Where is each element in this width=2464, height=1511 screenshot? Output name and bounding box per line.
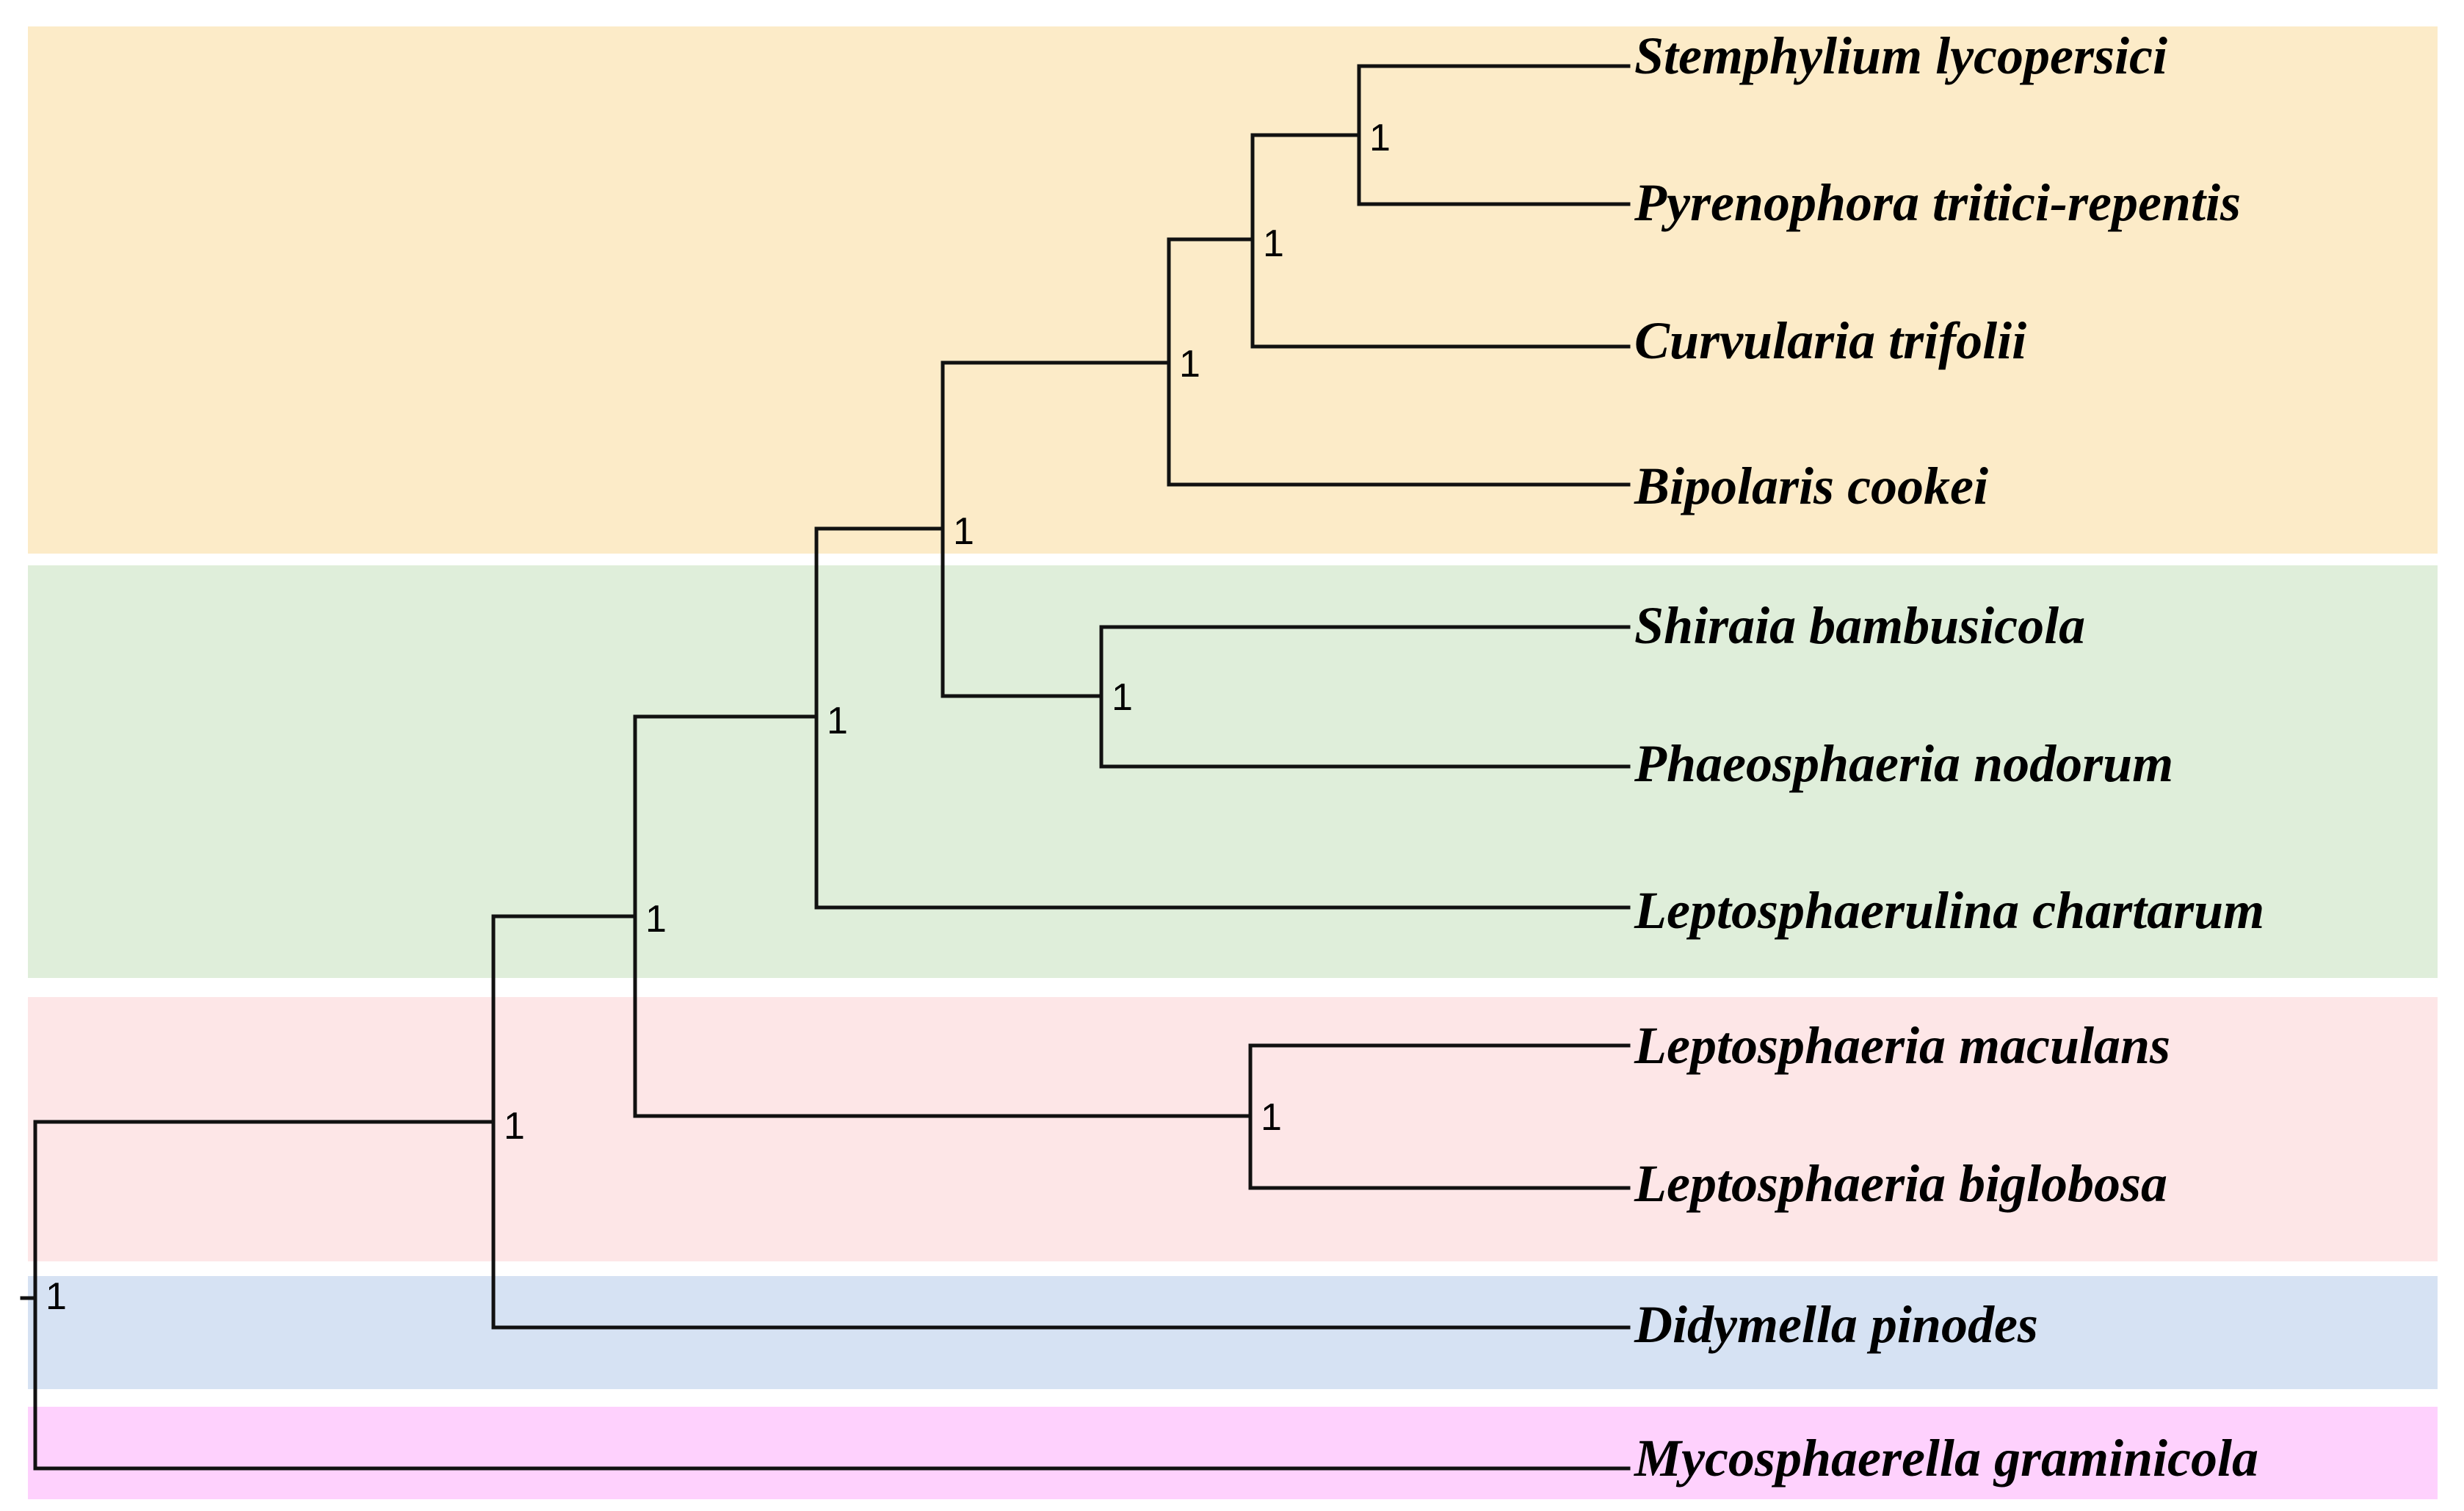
support-label-lepto-pair: 1 xyxy=(1261,1096,1282,1139)
support-label-n7: 1 xyxy=(1369,117,1391,159)
taxon-label-pyrenophora-tritici-repentis: Pyrenophora tritici-repentis xyxy=(1634,173,2241,232)
taxon-label-leptosphaeria-maculans: Leptosphaeria maculans xyxy=(1634,1016,2171,1075)
taxon-label-bipolaris-cookei: Bipolaris cookei xyxy=(1634,457,1988,515)
support-label-n2: 1 xyxy=(645,898,667,941)
support-label-root: 1 xyxy=(46,1275,67,1318)
support-label-n6: 1 xyxy=(1263,222,1284,265)
taxon-label-leptosphaeria-biglobosa: Leptosphaeria biglobosa xyxy=(1634,1154,2168,1213)
taxon-label-stemphylium-lycopersici: Stemphylium lycopersici xyxy=(1634,26,2167,85)
support-label-n3: 1 xyxy=(827,700,848,742)
taxon-label-leptosphaerulina-chartarum: Leptosphaerulina chartarum xyxy=(1634,881,2265,940)
clade-band-a xyxy=(28,26,2438,554)
support-label-n4: 1 xyxy=(953,510,974,553)
support-label-n8: 1 xyxy=(1112,676,1133,719)
clade-band-d xyxy=(28,1276,2438,1389)
clade-band-e xyxy=(28,1407,2438,1499)
support-label-n5: 1 xyxy=(1179,343,1200,385)
taxon-label-phaeosphaeria-nodorum: Phaeosphaeria nodorum xyxy=(1634,734,2174,793)
taxon-label-curvularia-trifolii: Curvularia trifolii xyxy=(1634,311,2027,370)
taxon-label-didymella-pinodes: Didymella pinodes xyxy=(1634,1295,2038,1354)
support-label-n1: 1 xyxy=(504,1105,525,1148)
taxon-label-shiraia-bambusicola: Shiraia bambusicola xyxy=(1634,596,2086,655)
taxon-label-mycosphaerella-graminicola: Mycosphaerella graminicola xyxy=(1634,1429,2258,1488)
clade-band-c xyxy=(28,997,2438,1261)
